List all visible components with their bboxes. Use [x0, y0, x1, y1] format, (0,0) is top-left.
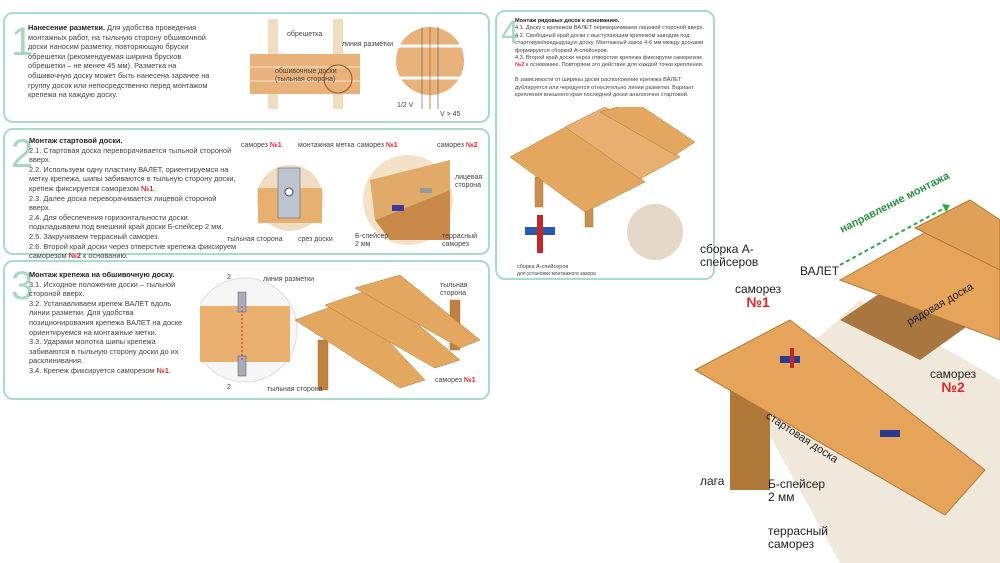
label-board-cut: срез доски [298, 236, 333, 243]
step-text: Монтаж крепежа на обшивочную доску. 3.1.… [29, 270, 183, 375]
step-2-panel: 2 Монтаж стартовой доски. 2.1. Стартовая… [3, 128, 490, 260]
label-spacers: сборка А-спейсеров [700, 242, 759, 269]
step-text: Нанесение разметки. Для удобства проведе… [28, 23, 210, 100]
step-text: Монтаж стартовой доски. 2.1. Стартовая д… [29, 136, 237, 261]
caption-spacers-purpose: для установки монтажного зазора [517, 271, 596, 277]
step-number: 3 [11, 264, 34, 308]
label-b-spacer: Б-спейсер 2 мм [355, 233, 389, 248]
step-text: Монтаж рядовых досок к основанию. 4.1. Д… [515, 18, 704, 99]
label-mount-mark: монтажная метка [298, 142, 355, 149]
step-4-panel: 4 Монтаж рядовых досок к основанию. 4.1.… [495, 10, 715, 280]
marking-diagram [250, 19, 464, 109]
label-screw-1: саморез №1 [435, 377, 476, 384]
label-joist: лага [700, 474, 725, 488]
label-marking-line: линия разметки [342, 41, 394, 48]
main-assembly-diagram [693, 199, 1000, 563]
step-1-panel: 1 Нанесение разметки. Для удобства прове… [3, 12, 490, 123]
label-b-spacer: Б-спейсер 2 мм [768, 477, 826, 504]
row-boards-diagram [509, 107, 696, 260]
label-lathing: обрешетка [287, 31, 323, 38]
start-board-diagram [257, 155, 453, 245]
label-v-min: V > 45 [440, 111, 461, 118]
label-screw-1: саморез №1 [241, 142, 282, 149]
label-valet: ВАЛЕТ [800, 264, 840, 278]
label-gap-top: 2 [227, 274, 231, 281]
label-deck-screw: террасный саморез [442, 233, 478, 248]
label-gap-bottom: 2 [227, 384, 231, 391]
label-half-v: 1/2 V [397, 102, 414, 109]
label-screw-2: саморез №2 [437, 142, 478, 149]
label-back-side: тыльная сторона [267, 386, 323, 393]
label-screw-1-right: саморез №1 [357, 142, 398, 149]
fastener-mount-diagram [200, 274, 481, 391]
caption-spacers: сборка А-спейсеров [517, 264, 569, 270]
label-marking-line: линия разметки [263, 276, 315, 283]
step-number: 1 [11, 20, 34, 64]
label-boards: обшивочные доски (тыльная сторона) [275, 68, 337, 83]
label-front-side: лицевая сторона [455, 174, 483, 189]
label-back-side-right: тыльная сторона [440, 282, 468, 297]
label-back-side: тыльная сторона [227, 236, 283, 243]
step-number: 4 [501, 14, 519, 50]
label-deck-screw: террасный саморез [768, 524, 829, 551]
step-number: 2 [11, 132, 34, 176]
step-3-panel: 3 Монтаж крепежа на обшивочную доску. 3.… [3, 260, 490, 400]
